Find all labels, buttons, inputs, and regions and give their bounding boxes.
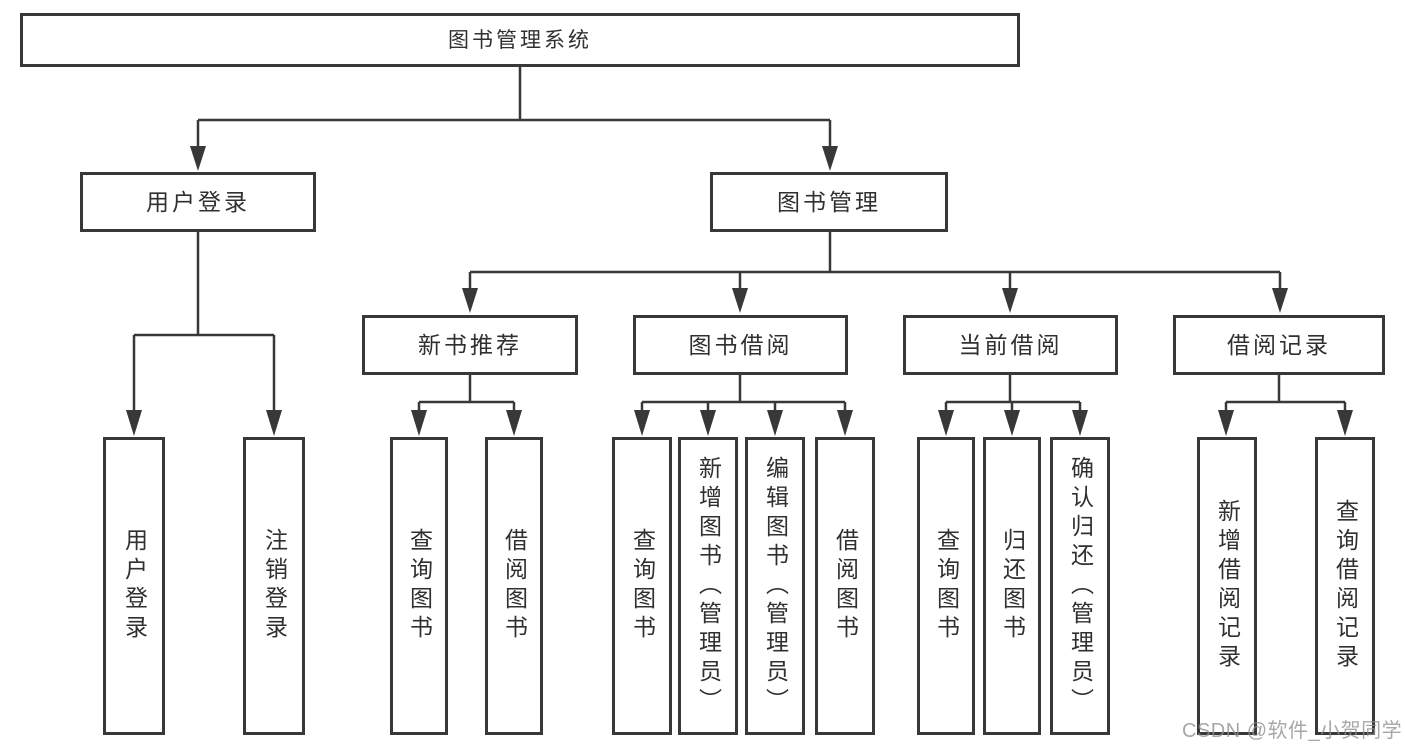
connector-userlogin-to-leaves: [132, 232, 276, 414]
leaf-query-borrow-record-label: 查询借阅记录: [1332, 499, 1359, 673]
leaf-borrow-books-recommend: 借阅图书: [485, 437, 543, 735]
node-new-book-recommendation-label: 新书推荐: [418, 331, 522, 358]
leaf-borrow-books-borrowing-label: 借阅图书: [832, 528, 859, 644]
connector-root-to-level2: [196, 67, 832, 150]
leaf-borrow-books-recommend-label: 借阅图书: [501, 528, 528, 644]
node-user-login-label: 用户登录: [146, 188, 250, 215]
leaf-query-books-borrowing: 查询图书: [612, 437, 672, 735]
leaf-query-books-current-label: 查询图书: [933, 528, 960, 644]
leaf-logout-label: 注销登录: [261, 528, 288, 644]
leaf-add-borrow-record-label: 新增借阅记录: [1214, 499, 1241, 673]
node-book-management-label: 图书管理: [777, 188, 881, 215]
node-book-management: 图书管理: [710, 172, 948, 232]
leaf-edit-book-admin: 编辑图书（管理员）: [745, 437, 805, 735]
connector-newbook-to-leaves: [417, 375, 516, 414]
leaf-query-books-current: 查询图书: [917, 437, 975, 735]
arrowheads: [126, 146, 1353, 436]
node-current-borrowing-label: 当前借阅: [958, 331, 1063, 358]
leaf-query-books-recommend: 查询图书: [390, 437, 448, 735]
node-book-borrowing-label: 图书借阅: [688, 331, 793, 358]
node-book-borrowing: 图书借阅: [633, 315, 848, 375]
leaf-edit-book-admin-label: 编辑图书（管理员）: [762, 455, 789, 717]
connector-bookborrow-to-leaves: [640, 375, 847, 414]
node-borrowing-records: 借阅记录: [1173, 315, 1385, 375]
node-current-borrowing: 当前借阅: [903, 315, 1118, 375]
leaf-confirm-return-admin-label: 确认归还（管理员）: [1067, 455, 1094, 717]
leaf-add-borrow-record: 新增借阅记录: [1197, 437, 1257, 735]
leaf-return-books: 归还图书: [983, 437, 1041, 735]
connector-currentborrow-to-leaves: [944, 375, 1082, 414]
leaf-query-borrow-record: 查询借阅记录: [1315, 437, 1375, 735]
node-root-label: 图书管理系统: [448, 28, 592, 52]
node-user-login: 用户登录: [80, 172, 316, 232]
csdn-watermark: CSDN @软件_小贺同学: [1182, 720, 1403, 742]
leaf-logout: 注销登录: [243, 437, 305, 735]
leaf-user-login: 用户登录: [103, 437, 165, 735]
node-borrowing-records-label: 借阅记录: [1227, 331, 1331, 358]
leaf-add-book-admin: 新增图书（管理员）: [678, 437, 738, 735]
leaf-confirm-return-admin: 确认归还（管理员）: [1050, 437, 1110, 735]
connector-bookmgmt-to-level3: [468, 232, 1282, 292]
leaf-borrow-books-borrowing: 借阅图书: [815, 437, 875, 735]
leaf-user-login-label: 用户登录: [121, 528, 148, 644]
leaf-query-books-borrowing-label: 查询图书: [629, 528, 656, 644]
leaf-add-book-admin-label: 新增图书（管理员）: [695, 455, 722, 717]
leaf-return-books-label: 归还图书: [999, 528, 1026, 644]
node-root: 图书管理系统: [20, 13, 1020, 67]
leaf-query-books-recommend-label: 查询图书: [406, 528, 433, 644]
connector-records-to-leaves: [1224, 375, 1347, 414]
node-new-book-recommendation: 新书推荐: [362, 315, 578, 375]
